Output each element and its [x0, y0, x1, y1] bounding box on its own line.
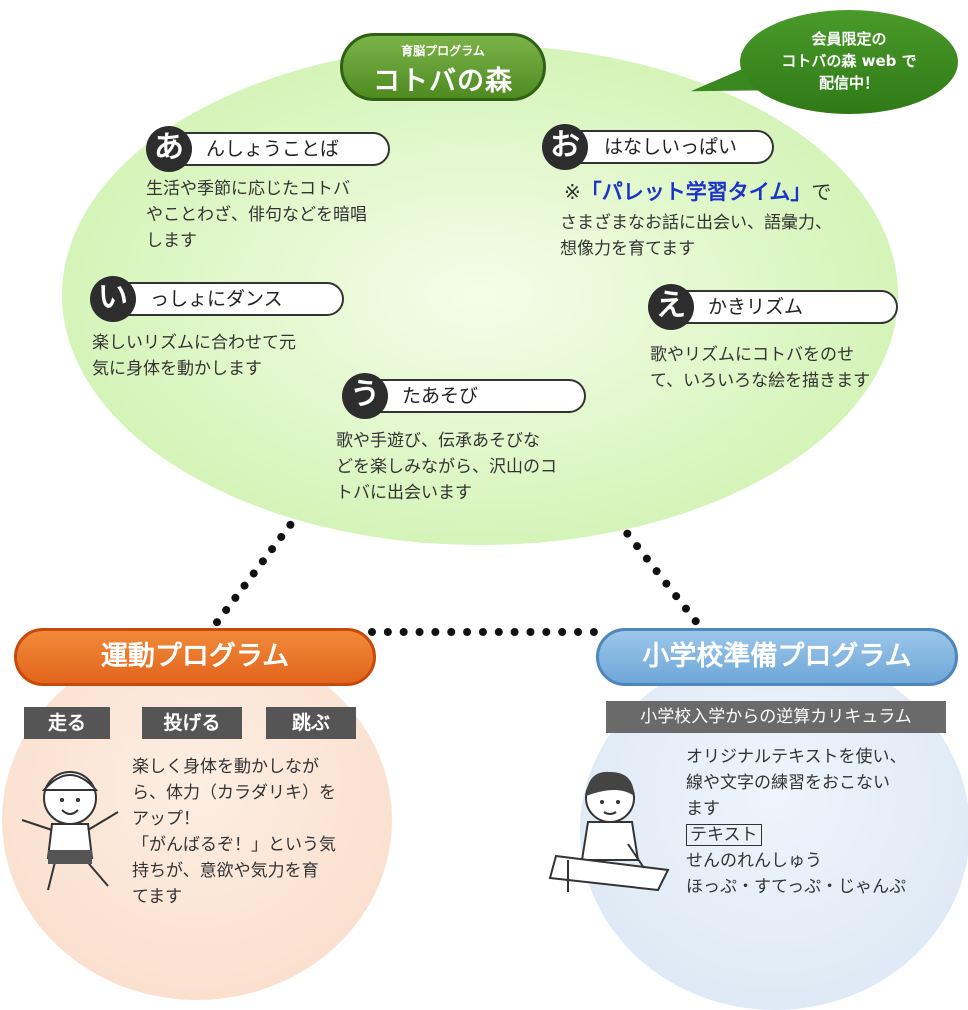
bubble-line-2: コトバの森 web で — [781, 52, 917, 70]
item-i-desc: 楽しいリズムに合わせて元 気に身体を動かします — [92, 333, 296, 379]
tag-throw: 投げる — [142, 707, 242, 739]
palette-time-highlight: 「パレット学習タイム」 — [580, 180, 812, 204]
item-i-initial: い — [90, 276, 136, 322]
item-e-desc: 歌やリズムにコトバをのせ て、いろいろな絵を描きます — [650, 345, 871, 391]
item-i-pill: っしょにダンス — [94, 282, 344, 316]
item-o-desc: さまざまなお話に出会い、語彙力、 想像力を育てます — [560, 213, 832, 259]
item-e-label: かきリズム — [708, 296, 804, 318]
tag-run: 走る — [24, 707, 110, 739]
item-a-label: んしょうことば — [206, 138, 340, 160]
curriculum-label: 小学校入学からの逆算カリキュラム — [606, 701, 946, 733]
text-label: テキスト — [686, 824, 762, 846]
bubble-line-1: 会員限定の — [811, 30, 887, 48]
item-u-desc: 歌や手遊び、伝承あそびな どを楽しみながら、沢山のコ トバに出会います — [336, 431, 557, 503]
connector-right — [621, 528, 712, 640]
undo-desc: 楽しく身体を動かしなが ら、体力（カラダリキ）を アップ！ 「がんばるぞ！」とい… — [132, 757, 336, 907]
tag-jump: 跳ぶ — [266, 707, 356, 739]
item-a-pill: んしょうことば — [150, 132, 390, 166]
undo-program-title: 運動プログラム — [14, 628, 376, 686]
item-u-label: たあそび — [402, 385, 479, 407]
item-u-initial: う — [342, 373, 388, 419]
connector-left — [211, 519, 296, 628]
web-notice-bubble: 会員限定の コトバの森 web で 配信中！ — [740, 10, 958, 114]
program-title: コトバの森 — [373, 66, 513, 97]
bubble-line-3: 配信中！ — [818, 74, 879, 92]
prep-desc: オリジナルテキストを使い、 線や文字の練習をおこない ます テキスト せんのれん… — [686, 747, 907, 897]
prep-program-title: 小学校準備プログラム — [596, 628, 958, 686]
item-i-label: っしょにダンス — [150, 288, 283, 310]
running-child-illustration — [21, 771, 119, 891]
item-a-desc: 生活や季節に応じたコトバ やことわざ、俳句などを暗唱 します — [146, 179, 367, 251]
connector-bottom — [368, 628, 598, 636]
item-o-label: はなしいっぱい — [604, 136, 738, 158]
item-e-initial: え — [648, 284, 694, 330]
program-title-badge: 育脳プログラム コトバの森 — [340, 33, 546, 101]
item-a-initial: あ — [146, 126, 192, 172]
studying-child-illustration — [548, 771, 670, 892]
item-o-note: ※「パレット学習タイム」で — [564, 180, 832, 204]
item-o-initial: お — [542, 124, 588, 170]
program-subtitle: 育脳プログラム — [401, 44, 485, 58]
